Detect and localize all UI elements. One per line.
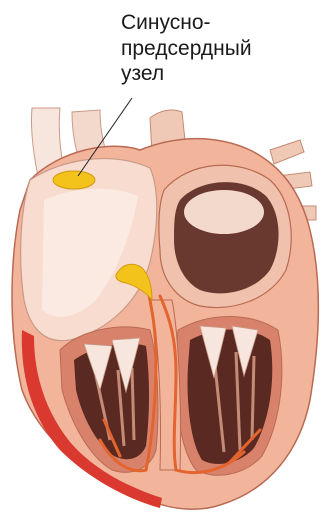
sa-node [53, 171, 95, 189]
